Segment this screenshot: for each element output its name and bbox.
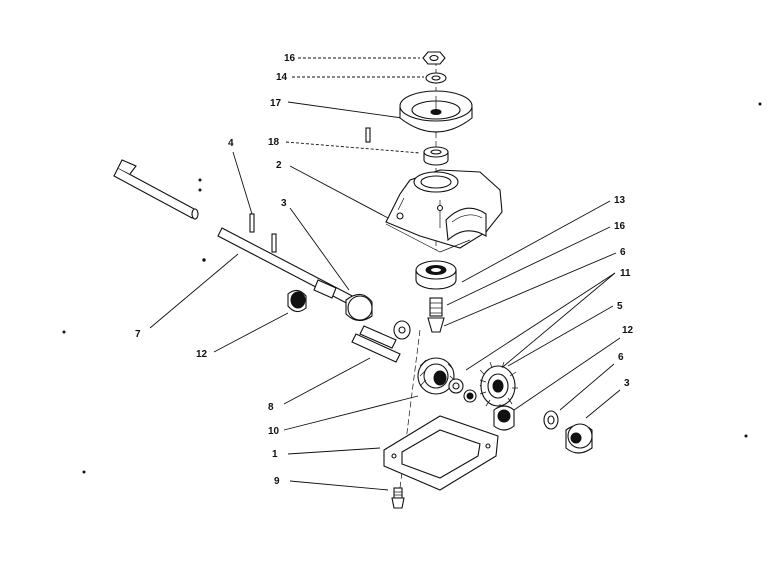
spacer-icon xyxy=(423,146,449,166)
thrust-washer-icon xyxy=(448,378,477,403)
screw-icon xyxy=(391,487,405,509)
bearing-icon xyxy=(415,260,457,290)
callout-11-washer: 11 xyxy=(620,268,631,279)
bushing-12-right-icon xyxy=(493,405,515,431)
callout-10-worm-gear: 10 xyxy=(268,426,280,437)
gasket-icon xyxy=(383,415,499,491)
callout-6-washer-top: 6 xyxy=(620,247,626,258)
callout-8-shaft: 8 xyxy=(268,402,274,413)
gearbox-housing-icon xyxy=(385,169,503,253)
bushing-12-left-icon xyxy=(287,289,307,313)
callout-13-bearing: 13 xyxy=(614,195,626,206)
callout-16-nut: 16 xyxy=(284,53,296,64)
nut-icon xyxy=(422,51,446,65)
stray-marks xyxy=(62,102,762,474)
pulley-icon xyxy=(399,90,473,133)
washer-icon xyxy=(425,72,447,84)
roll-pin-icon xyxy=(249,213,277,253)
callout-12-bushing-right: 12 xyxy=(622,325,634,336)
leader-lines xyxy=(149,57,621,491)
callout-1-gasket: 1 xyxy=(272,449,278,460)
callout-2-housing: 2 xyxy=(276,160,282,171)
bushing-left-icon xyxy=(345,293,373,322)
worm-gear-icon xyxy=(417,357,455,395)
callout-18-spacer: 18 xyxy=(268,137,280,148)
callout-16-right: 16 xyxy=(614,221,626,232)
callout-5-gear: 5 xyxy=(617,301,623,312)
callout-6-washer-bottom: 6 xyxy=(618,352,624,363)
callout-7-axle: 7 xyxy=(135,329,141,340)
callout-3-bushing-right: 3 xyxy=(624,378,630,389)
bushing-right-icon xyxy=(565,423,593,454)
callout-9-screw: 9 xyxy=(274,476,280,487)
drive-shaft-icon xyxy=(351,320,411,363)
callout-17-pulley: 17 xyxy=(270,98,282,109)
callout-12-bushing-left: 12 xyxy=(196,349,208,360)
bolt-icon xyxy=(427,297,445,333)
spur-gear-icon xyxy=(479,361,518,410)
axle-shaft-icon xyxy=(113,159,361,309)
callout-4-pin: 4 xyxy=(228,138,234,149)
key-pin-icon xyxy=(365,127,371,143)
callout-3-bushing-left: 3 xyxy=(281,198,287,209)
washer-bottom-icon xyxy=(543,410,559,430)
callout-14-washer: 14 xyxy=(276,72,288,83)
